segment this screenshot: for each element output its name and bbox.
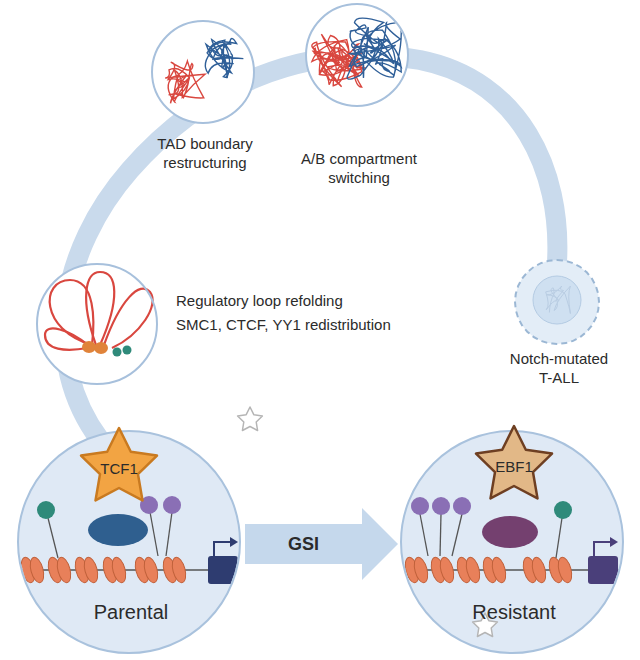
stage-circle: Regulatory loop refoldingSMC1, CTCF, YY1…	[36, 263, 158, 385]
nucleosome	[142, 556, 160, 584]
chromatin-tangle	[205, 38, 243, 77]
tangle-stroke	[347, 18, 401, 79]
circle-fill	[515, 260, 599, 344]
nucleosome	[464, 556, 482, 584]
factor-label: EBF1	[472, 457, 556, 476]
nucleus-texture	[546, 286, 571, 313]
stage-circle: A/B compartment switching	[305, 3, 409, 107]
node-label: Notch-mutated T-ALL	[502, 349, 616, 387]
tangle-stroke	[205, 38, 243, 77]
nucleosome	[170, 556, 188, 584]
circle-fill	[306, 4, 408, 106]
node-label: Parental	[19, 600, 243, 625]
cohesin-beads	[82, 341, 132, 357]
node-label: TAD boundary restructuring	[140, 134, 270, 172]
edge-label: GSI	[288, 533, 319, 555]
tangle-stroke	[165, 61, 205, 103]
chromatin-parental	[15, 496, 245, 584]
nucleosome	[55, 556, 73, 584]
node-label: Resistant	[402, 600, 626, 625]
block-arrow	[245, 508, 398, 580]
nucleosome	[412, 556, 430, 584]
circle-fill	[37, 264, 157, 384]
nucleosome	[438, 556, 456, 584]
chromatin-loops	[45, 272, 153, 350]
circle-fill	[152, 21, 254, 123]
transcription-factor-star: TCF1	[77, 422, 161, 506]
chromatin-tangle	[312, 34, 366, 87]
chromatin-tangle	[165, 61, 205, 103]
grey-star	[238, 407, 263, 431]
nucleosome	[82, 556, 100, 584]
node-label: A/B compartment switching	[289, 149, 429, 187]
nucleosome	[530, 556, 548, 584]
cell-state-circle: Resistant EBF1	[400, 430, 624, 654]
nucleosome	[490, 556, 508, 584]
tangle-stroke	[312, 34, 366, 87]
factor-label: TCF1	[77, 459, 161, 478]
node-label: Regulatory loop refolding	[176, 291, 476, 310]
nucleosome	[110, 556, 128, 584]
chromatin-tangle	[347, 18, 401, 79]
cycle-arc	[64, 56, 557, 440]
tangle-stroke	[546, 286, 571, 313]
node-label: SMC1, CTCF, YY1 redistribution	[176, 315, 476, 334]
stage-circle: TAD boundary restructuring	[151, 20, 255, 124]
transcription-factor-star: EBF1	[472, 420, 556, 504]
nucleosome	[556, 556, 574, 584]
stage-circle: Notch-mutated T-ALL	[514, 259, 600, 345]
nucleosome	[28, 556, 46, 584]
chromatin-resistant	[398, 497, 630, 584]
cell-state-circle: Parental TCF1	[17, 430, 241, 654]
nucleus	[533, 276, 581, 324]
